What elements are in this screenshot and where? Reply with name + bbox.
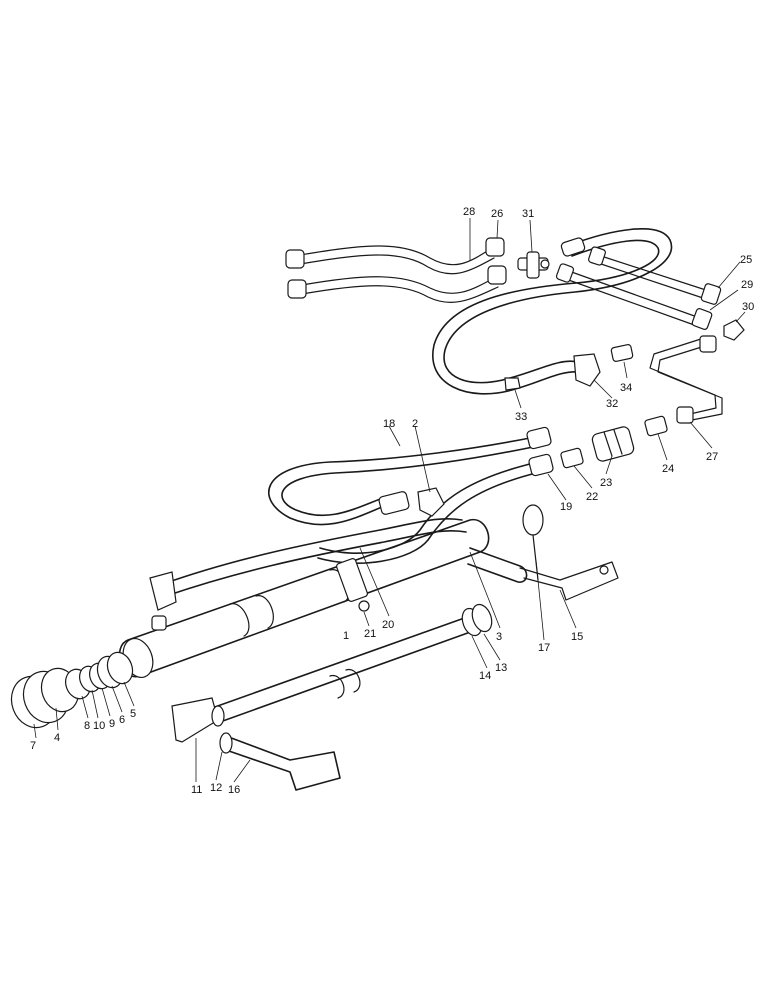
callout-27: 27 bbox=[706, 451, 718, 463]
pipe-nut-left-upper bbox=[285, 249, 305, 269]
callout-32: 32 bbox=[606, 398, 618, 410]
tee-fitting bbox=[517, 251, 550, 279]
callout-34: 34 bbox=[620, 382, 632, 394]
lynch-pin-17 bbox=[522, 504, 544, 581]
bent-pipe bbox=[649, 335, 723, 424]
rod-eye-block-11 bbox=[171, 697, 225, 743]
callout-2: 2 bbox=[412, 418, 418, 430]
pipe-nut-left-lower bbox=[287, 279, 307, 299]
looping-hose bbox=[432, 228, 673, 395]
callout-20: 20 bbox=[382, 619, 394, 631]
callout-labels: 28 26 31 25 29 30 34 32 33 27 24 23 22 1… bbox=[30, 206, 754, 796]
callout-19: 19 bbox=[560, 501, 572, 513]
callout-14: 14 bbox=[479, 670, 491, 682]
adaptor-22 bbox=[560, 447, 584, 469]
long-hoses bbox=[268, 426, 554, 564]
callout-11: 11 bbox=[191, 784, 202, 796]
cylinder-side-hose bbox=[149, 517, 467, 612]
gland-seal-kit bbox=[10, 651, 134, 729]
elbow-fitting-30 bbox=[723, 319, 745, 341]
pipe-nut-right-lower bbox=[487, 265, 507, 285]
callout-28: 28 bbox=[463, 206, 475, 218]
callout-4: 4 bbox=[54, 732, 60, 744]
leader-lines bbox=[33, 218, 746, 783]
callout-9: 9 bbox=[109, 718, 115, 730]
cylinder-body bbox=[118, 519, 490, 678]
callout-7: 7 bbox=[30, 740, 36, 752]
adaptor-34 bbox=[610, 344, 634, 362]
callout-6: 6 bbox=[119, 714, 125, 726]
callout-10: 10 bbox=[93, 720, 105, 732]
callout-29: 29 bbox=[741, 279, 753, 291]
twin-pipes-assembly bbox=[285, 237, 507, 304]
callout-18: 18 bbox=[383, 418, 395, 430]
callout-1: 1 bbox=[343, 630, 349, 642]
callout-23: 23 bbox=[600, 477, 612, 489]
straight-pipes bbox=[555, 246, 745, 341]
callout-31: 31 bbox=[522, 208, 534, 220]
callout-3: 3 bbox=[496, 631, 502, 643]
adaptor-24 bbox=[644, 415, 668, 437]
callout-24: 24 bbox=[662, 463, 674, 475]
pivot-pin-16 bbox=[219, 732, 341, 791]
callout-12: 12 bbox=[210, 782, 222, 794]
elbow-fitting-32 bbox=[573, 353, 601, 387]
callout-8: 8 bbox=[84, 720, 90, 732]
callout-13: 13 bbox=[495, 662, 507, 674]
quick-coupler-23 bbox=[591, 426, 635, 462]
bracket-15 bbox=[519, 561, 619, 601]
callout-15: 15 bbox=[571, 631, 583, 643]
pivot-pin-3 bbox=[467, 547, 528, 583]
callout-25: 25 bbox=[740, 254, 752, 266]
pipe-nut-right-upper bbox=[485, 237, 505, 257]
callout-17: 17 bbox=[538, 642, 550, 654]
callout-16: 16 bbox=[228, 784, 240, 796]
callout-33: 33 bbox=[515, 411, 527, 423]
elbow-fitting-2 bbox=[417, 487, 445, 517]
callout-21: 21 bbox=[364, 628, 376, 640]
callout-30: 30 bbox=[742, 301, 754, 313]
callout-5: 5 bbox=[130, 708, 136, 720]
callout-26: 26 bbox=[491, 208, 503, 220]
piston-rod bbox=[171, 603, 493, 791]
callout-22: 22 bbox=[586, 491, 598, 503]
